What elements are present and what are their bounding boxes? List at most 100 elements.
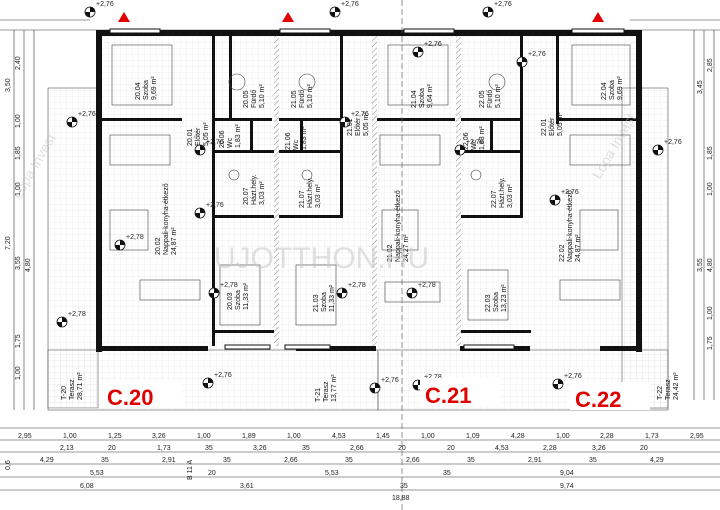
room-r2203-id: 22.03 [485, 294, 492, 312]
level-marker [114, 239, 126, 251]
room-r2002-area: 24,87 m² [171, 227, 178, 255]
unit-label-c20: C.20 [107, 385, 153, 410]
level-marker [454, 144, 466, 156]
dim-dims_bottom_row4-3: 35 [443, 470, 451, 477]
dim-dims_bottom_row1-15: 2,95 [690, 433, 704, 440]
level-value: +2,76 [206, 139, 224, 146]
level-value: +2,76 [564, 373, 582, 380]
dim-dims_bottom_row2-0: 2,13 [60, 445, 74, 452]
level-marker [552, 378, 564, 390]
room-r2007-id: 20.07 [243, 187, 250, 205]
room-r2206-id: 22.06 [463, 132, 470, 150]
room-r2004-area: 9,69 m² [151, 76, 158, 100]
room-r2107-name: Házt.hely. [307, 177, 314, 208]
dims-right: 2,853,451,851,004,803,551,001,75 [697, 58, 714, 350]
room-r2004-name: Szoba [143, 80, 150, 100]
unit-label-c22: C.22 [575, 387, 621, 412]
room-r2006-area: 1,83 m² [235, 124, 242, 148]
room-t20-name: Terasz [69, 379, 76, 400]
room-r2201-id: 22.01 [541, 118, 548, 136]
level-value: +2,76 [78, 111, 96, 118]
dim-dims_bottom_row5-1: 3,61 [240, 483, 254, 490]
room-r2207-id: 22.07 [491, 190, 498, 208]
dim-right-6: 1,00 [707, 306, 714, 320]
room-r2104-area: 9,64 m² [427, 84, 434, 108]
dim-dims_bottom_row1-12: 1,00 [556, 433, 570, 440]
level-value: +2,76 [528, 51, 546, 58]
level-marker [66, 116, 78, 128]
level-markers: +2,76+2,78+2,76+2,76+2,76+2,76+2,76+2,78… [56, 1, 682, 394]
dim-dims_bottom_row5-3: 9,74 [560, 483, 574, 490]
dim-dims_bottom_row1-3: 3,26 [152, 433, 166, 440]
dim-dims_bottom_row1-6: 1,00 [287, 433, 301, 440]
room-r2207-area: 3,03 m² [507, 184, 514, 208]
dim-dims_bottom_row3-7: 35 [467, 457, 475, 464]
room-r2001-area: 5,05 m² [203, 122, 210, 146]
dim-dims_bottom_row2-3: 35 [205, 445, 213, 452]
room-r2102-id: 21.02 [387, 244, 394, 262]
dim-dims_bottom_row3-2: 2,91 [162, 457, 176, 464]
level-value: +2,76 [214, 372, 232, 379]
section-marker: B 11 A [187, 460, 194, 480]
dim-total: 18,88 [392, 495, 410, 502]
level-value: +2,76 [561, 189, 579, 196]
dim-dims_bottom_row2-12: 20 [640, 445, 648, 452]
dim-left-9: 1,00 [15, 366, 22, 380]
room-t21-name: Terasz [323, 381, 330, 402]
dim-dims_bottom_row1-4: 1,00 [197, 433, 211, 440]
dim-dims_bottom_row2-2: 1,73 [157, 445, 171, 452]
room-r2204-name: Szoba [609, 80, 616, 100]
dim-dims_bottom_row4-0: 5,53 [90, 470, 104, 477]
unit-c21-bg [420, 378, 500, 406]
dim-dims_bottom_row1-7: 4,53 [332, 433, 346, 440]
level-marker [194, 144, 206, 156]
dim-dims_bottom_row5-0: 6,08 [80, 483, 94, 490]
room-r2105-name: Fürdő [299, 90, 306, 108]
dim-dims_bottom_row1-2: 1,25 [108, 433, 122, 440]
dim-dims_bottom_row2-7: 20 [398, 445, 406, 452]
room-r2106-id: 21.06 [285, 132, 292, 150]
room-r2202-area: 24,87 m² [575, 234, 582, 262]
dim-dims_bottom_row3-6: 2,66 [406, 457, 420, 464]
dim-left-2: 1,00 [15, 114, 22, 128]
dim-dims_bottom_row2-11: 3,26 [592, 445, 606, 452]
dim-dims_bottom_row3-9: 35 [589, 457, 597, 464]
level-value: +2,76 [424, 41, 442, 48]
furniture [109, 44, 631, 326]
building-floor [98, 32, 640, 352]
room-r2002-id: 20.02 [155, 237, 162, 255]
room-r2203-area: 13,23 m² [501, 284, 508, 312]
dim-dims_bottom_row1-11: 4,28 [511, 433, 525, 440]
level-marker [202, 377, 214, 389]
room-r2205-area: 5,10 m² [495, 84, 502, 108]
dim-dims_bottom_row2-5: 35 [302, 445, 310, 452]
dim-dims_bottom_row1-8: 1,45 [376, 433, 390, 440]
dim-dims_bottom_row4-2: 5,53 [325, 470, 339, 477]
room-r2204-area: 9,69 m² [617, 76, 624, 100]
dim-dims_bottom_row2-6: 2,66 [350, 445, 364, 452]
room-r2105-area: 5,10 m² [307, 84, 314, 108]
room-r2101-name: Előtér [355, 117, 362, 136]
room-r2203-name: Szoba [493, 292, 500, 312]
room-r2106-name: Wc [293, 139, 300, 150]
room-r2107-area: 3,03 m² [315, 184, 322, 208]
dim-left-0: 3,50 [5, 78, 12, 92]
level-value: +2,76 [494, 1, 512, 8]
dim-left-3: 1,85 [15, 146, 22, 160]
dim-dims_bottom_row3-8: 2,91 [528, 457, 542, 464]
level-marker [412, 46, 424, 58]
level-marker [652, 144, 664, 156]
dim-right-7: 1,75 [707, 336, 714, 350]
room-r2003-area: 11,33 m² [243, 282, 250, 310]
room-t22-area: 24,42 m² [673, 372, 680, 400]
room-r2106-area: 1,83 m² [301, 126, 308, 150]
dim-left-8: 1,75 [15, 334, 22, 348]
dim-dims_bottom_row4-1: 20 [208, 470, 216, 477]
unit-c22-bg [570, 382, 650, 410]
room-r2202-name: Nappali-konyha-étkező [567, 190, 574, 262]
room-r2004-id: 20.04 [135, 82, 142, 100]
level-value: +2,76 [381, 377, 399, 384]
room-r2205-id: 22.05 [479, 90, 486, 108]
